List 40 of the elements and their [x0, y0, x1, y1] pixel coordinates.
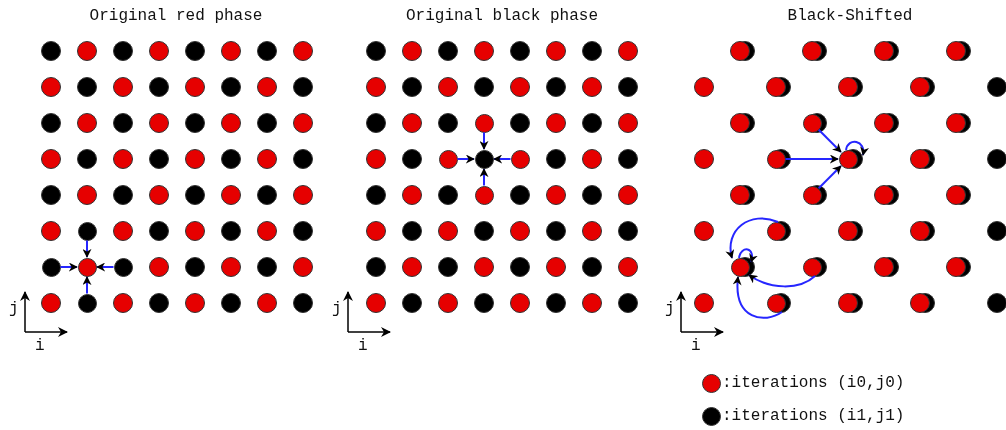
axis-label: j	[9, 300, 19, 318]
arrow	[817, 165, 842, 190]
arrow	[59, 262, 78, 272]
iteration-point	[41, 257, 61, 277]
arrow	[733, 276, 783, 319]
legend-text: :iterations (i0,j0)	[722, 374, 905, 392]
axis-label: i	[35, 337, 45, 355]
arrow	[784, 154, 839, 164]
legend-text: :iterations (i1,j1)	[722, 407, 905, 425]
iteration-point	[474, 113, 494, 133]
iteration-point	[766, 149, 786, 169]
arrow	[82, 276, 92, 295]
panel-title: Original red phase	[89, 7, 263, 25]
iteration-point	[77, 293, 97, 313]
iteration-point	[77, 221, 97, 241]
iteration-point	[802, 113, 822, 133]
arrow	[493, 154, 512, 164]
axis-label: j	[332, 300, 342, 318]
panel-title: Original black phase	[406, 7, 598, 25]
iteration-point	[77, 257, 97, 277]
arrow	[82, 239, 92, 258]
arrow	[817, 128, 842, 153]
arrow	[96, 262, 115, 272]
arrow	[479, 131, 489, 150]
panel-title: Black-Shifted	[787, 7, 913, 25]
iteration-point	[474, 149, 494, 169]
arrow	[479, 168, 489, 187]
axis-label: i	[358, 337, 368, 355]
iteration-point	[474, 185, 494, 205]
arrow	[726, 217, 779, 259]
iteration-point	[766, 293, 786, 313]
arrow	[456, 154, 475, 164]
arrow	[845, 140, 869, 156]
axis-label: i	[691, 337, 701, 355]
iteration-point	[113, 257, 133, 277]
arrow	[748, 274, 816, 288]
iteration-point	[438, 149, 458, 169]
arrow	[738, 248, 758, 263]
iteration-point	[510, 149, 530, 169]
axis-label: j	[665, 300, 675, 318]
